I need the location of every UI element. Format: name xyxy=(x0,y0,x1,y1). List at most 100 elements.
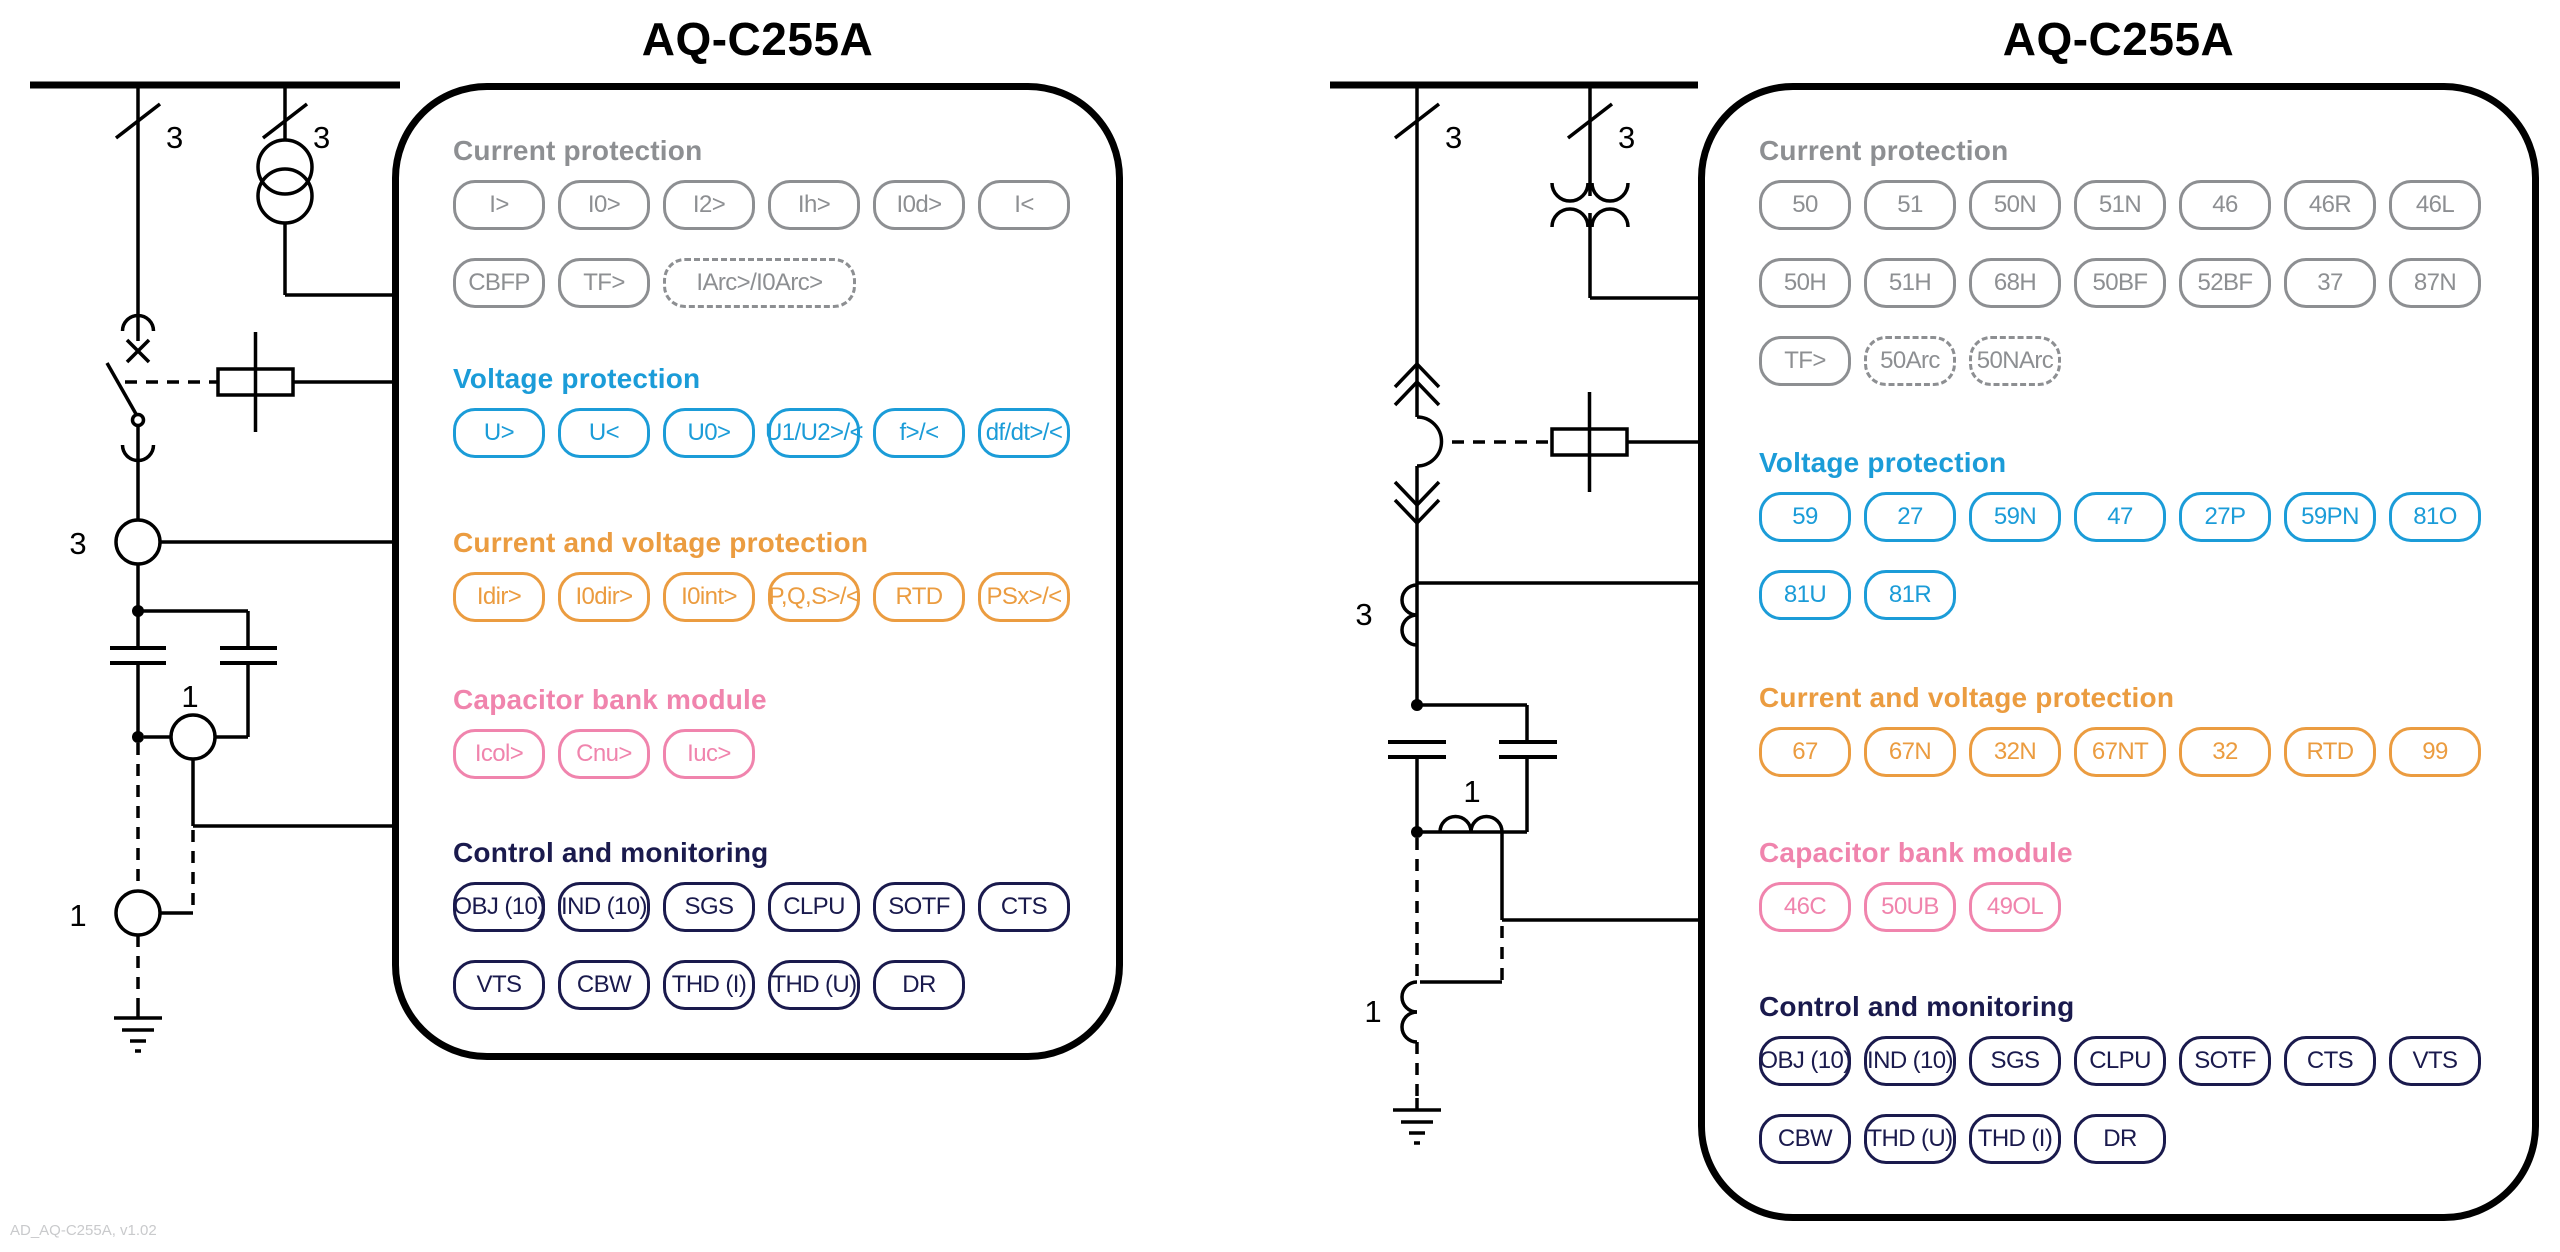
pole-count-label: 3 xyxy=(69,526,86,561)
voltage-transformer-icon xyxy=(256,138,314,225)
pole-count-label: 3 xyxy=(1355,597,1372,632)
function-pill: I0> xyxy=(558,180,650,230)
function-pill: SGS xyxy=(1969,1036,2061,1086)
section-title: Capacitor bank module xyxy=(1759,837,2073,868)
earth-icon xyxy=(1393,1098,1441,1145)
function-pill: U> xyxy=(453,408,545,458)
function-pill: THD (I) xyxy=(1969,1114,2061,1164)
section-voltage-protection: Voltage protection U>U<U0>U1/U2>/<f>/<df… xyxy=(453,362,1098,486)
pill-row: I>I0>I2>Ih>I0d>I< xyxy=(453,180,1098,230)
phase-ct-icon xyxy=(1400,581,1700,647)
function-pill: I2> xyxy=(663,180,755,230)
disconnector-slash-icon xyxy=(114,102,162,140)
function-pill: OBJ (10) xyxy=(453,882,545,932)
junction-dot xyxy=(132,731,144,743)
function-pill: 67NT xyxy=(2074,727,2166,777)
function-pill: 68H xyxy=(1969,258,2061,308)
unbalance-ct-icon xyxy=(144,713,248,761)
function-pill: CBFP xyxy=(453,258,545,308)
section-title: Voltage protection xyxy=(453,363,701,394)
section-title: Control and monitoring xyxy=(453,837,769,868)
disconnector-slash-icon xyxy=(1393,102,1441,140)
function-pill: IND (10) xyxy=(558,882,650,932)
function-pill: 50NArc xyxy=(1969,336,2061,386)
function-pill: 27 xyxy=(1864,492,1956,542)
breaker-control-box xyxy=(1550,392,1700,492)
function-pill: 50BF xyxy=(2074,258,2166,308)
function-pill: SOTF xyxy=(2179,1036,2271,1086)
function-pill: df/dt>/< xyxy=(978,408,1070,458)
function-pill: CBW xyxy=(1759,1114,1851,1164)
function-pill: 81O xyxy=(2389,492,2481,542)
pill-rows: U>U<U0>U1/U2>/<f>/<df/dt>/< xyxy=(453,408,1098,458)
function-pill: OBJ (10) xyxy=(1759,1036,1851,1086)
section-title: Voltage protection xyxy=(1759,447,2007,478)
function-pill: 46L xyxy=(2389,180,2481,230)
section-title: Current and voltage protection xyxy=(453,527,869,558)
function-pill: PSx>/< xyxy=(978,572,1070,622)
function-pill: 50UB xyxy=(1864,882,1956,932)
section-capacitor-bank-module: Capacitor bank module Icol>Cnu>Iuc> xyxy=(453,683,1098,807)
function-pill: 51N xyxy=(2074,180,2166,230)
function-pill: TF> xyxy=(558,258,650,308)
function-pill: 50N xyxy=(1969,180,2061,230)
section-title: Control and monitoring xyxy=(1759,991,2075,1022)
withdrawable-breaker-icon xyxy=(105,313,156,463)
earth-ct-icon xyxy=(1400,980,1418,1044)
function-pill: 46 xyxy=(2179,180,2271,230)
function-pill: 50H xyxy=(1759,258,1851,308)
pill-row: CBFP TF> IArc>/I0Arc> xyxy=(453,258,1098,308)
function-pill: SOTF xyxy=(873,882,965,932)
function-pill: 46C xyxy=(1759,882,1851,932)
function-pill: I> xyxy=(453,180,545,230)
function-pill: CTS xyxy=(2284,1036,2376,1086)
earth-ct-icon xyxy=(114,889,193,937)
function-pill: Idir> xyxy=(453,572,545,622)
unbalance-ct-icon xyxy=(1417,814,1527,834)
voltage-transformer-icon xyxy=(1550,182,1630,228)
left-single-line-diagram: 3 3 3 1 1 xyxy=(30,81,400,1053)
function-pill: 27P xyxy=(2179,492,2271,542)
pole-count-label: 3 xyxy=(166,120,183,155)
pole-count-label: 1 xyxy=(1463,774,1480,809)
function-pill: THD (U) xyxy=(768,960,860,1010)
function-pill: 32N xyxy=(1969,727,2061,777)
function-pill: VTS xyxy=(2389,1036,2481,1086)
function-pill: Iuc> xyxy=(663,729,755,779)
function-pill: 37 xyxy=(2284,258,2376,308)
breaker-control-box xyxy=(216,332,396,432)
function-pill: 67 xyxy=(1759,727,1851,777)
function-pill: 59 xyxy=(1759,492,1851,542)
phase-ct-icon xyxy=(114,518,396,566)
disconnector-slash-icon xyxy=(261,102,309,140)
left-figure-title: AQ-C255A xyxy=(641,13,874,65)
function-pill: CBW xyxy=(558,960,650,1010)
section-control-monitoring: Control and monitoring OBJ (10)IND (10)S… xyxy=(1759,990,2514,1192)
function-pill: IArc>/I0Arc> xyxy=(663,258,856,308)
function-pill: U0> xyxy=(663,408,755,458)
function-pill: TF> xyxy=(1759,336,1851,386)
capacitor-bank-icon xyxy=(1388,740,1557,759)
section-current-voltage-protection: Current and voltage protection Idir>I0di… xyxy=(453,526,1098,650)
function-pill: Icol> xyxy=(453,729,545,779)
function-pill: U< xyxy=(558,408,650,458)
function-pill: THD (U) xyxy=(1864,1114,1956,1164)
section-current-protection: Current protection I>I0>I2>Ih>I0d>I<CBFP… xyxy=(453,134,1098,336)
